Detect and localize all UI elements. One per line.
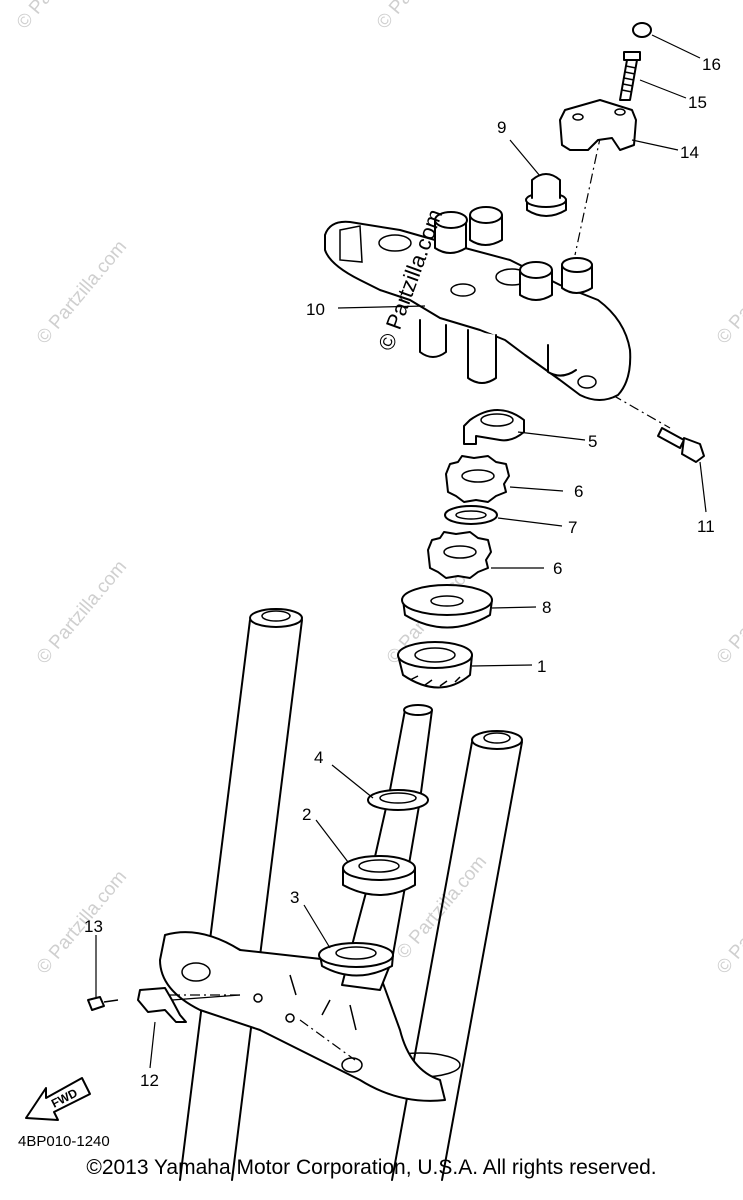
- watermark: © Partzilla.com: [713, 557, 743, 669]
- part-1-bearing: [397, 641, 473, 689]
- callout-4: 4: [314, 748, 323, 767]
- callout-12: 12: [140, 1071, 159, 1090]
- leader-lines: [95, 34, 707, 1069]
- part-15-bolt: [619, 51, 641, 101]
- callout-13: 13: [84, 917, 103, 936]
- callout-6-upper: 6: [574, 482, 583, 501]
- part-7-washer: [444, 505, 498, 525]
- part-13-screw: [87, 996, 119, 1011]
- watermark: © Partzilla.com: [33, 867, 131, 979]
- watermark: © Partzilla.com: [33, 237, 131, 349]
- part-16-cap: [632, 22, 652, 38]
- steering-stem: [341, 704, 433, 991]
- part-11-bolt: [657, 427, 705, 463]
- callout-16: 16: [702, 55, 721, 74]
- fwd-arrow-icon: FWD: [25, 1077, 91, 1121]
- watermark: © Partzilla.com: [13, 0, 111, 33]
- part-4-seal: [367, 789, 429, 811]
- callout-5: 5: [588, 432, 597, 451]
- watermark: © Partzilla.com: [713, 237, 743, 349]
- part-12-clamp: [137, 987, 241, 1023]
- diagram-code: 4BP010-1240: [18, 1133, 110, 1150]
- copyright-notice: ©2013 Yamaha Motor Corporation, U.S.A. A…: [86, 1156, 657, 1179]
- part-5-lock-washer: [463, 409, 525, 445]
- part-8-cover: [401, 584, 493, 629]
- callout-labels: 16 15 14 9 10 5 6 7 6 11 8 1 4 2 3 13 12: [84, 55, 721, 1090]
- callout-14: 14: [680, 143, 699, 162]
- callout-2: 2: [302, 805, 311, 824]
- part-2-bearing: [342, 855, 416, 896]
- callout-10: 10: [306, 300, 325, 319]
- part-3-race: [318, 942, 394, 977]
- left-fork-tube: [167, 608, 303, 1181]
- callout-8: 8: [542, 598, 551, 617]
- part-6-ring-nut-lower: [427, 531, 492, 579]
- part-6-ring-nut-upper: [445, 455, 510, 503]
- callout-1: 1: [537, 657, 546, 676]
- part-14-handlebar-holder: [559, 99, 637, 151]
- right-fork-tube: [379, 730, 523, 1181]
- watermark-layer: © Partzilla.com © Partzilla.com © Partzi…: [13, 0, 743, 978]
- part-10-upper-bracket: [324, 206, 632, 401]
- watermark: © Partzilla.com: [713, 867, 743, 979]
- callout-11: 11: [697, 517, 715, 536]
- callout-7: 7: [568, 518, 577, 537]
- callout-6-lower: 6: [553, 559, 562, 578]
- callout-3: 3: [290, 888, 299, 907]
- callout-15: 15: [688, 93, 707, 112]
- watermark: © Partzilla.com: [33, 557, 131, 669]
- watermark: © Partzilla.com: [373, 0, 471, 33]
- callout-9: 9: [497, 118, 506, 137]
- part-9-cap-nut: [525, 173, 567, 217]
